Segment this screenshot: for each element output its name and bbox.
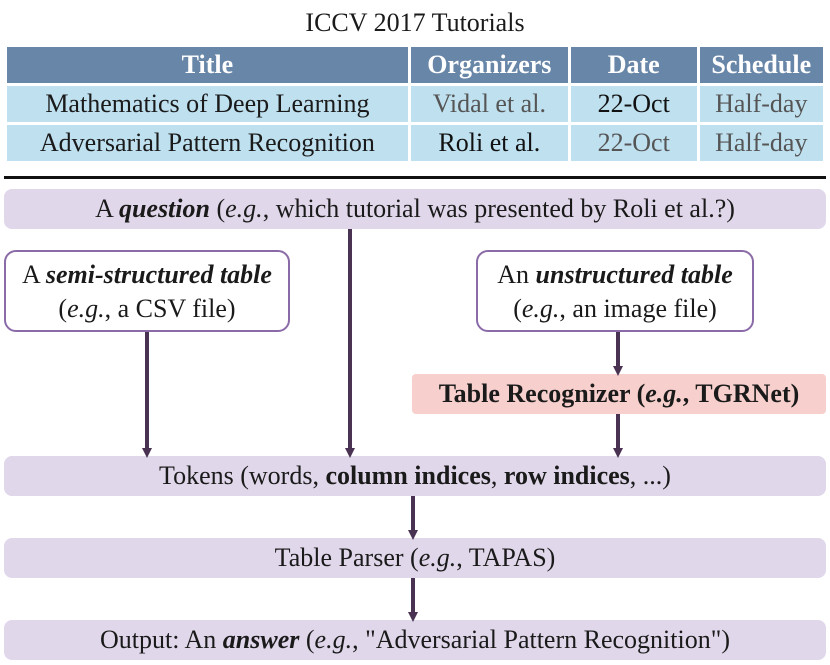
output-open: ( [299, 625, 315, 654]
semi-rest: , a CSV file) [104, 294, 236, 323]
header-date: Date [570, 47, 697, 83]
parser-prefix: Table Parser ( [274, 543, 419, 572]
recognizer-name: Table Recognizer ( [438, 379, 646, 408]
tutorials-table: Title Organizers Date Schedule Mathemati… [4, 44, 826, 164]
unstructured-rest: , an image file) [559, 294, 717, 323]
tokens-prefix: Tokens (words, [159, 461, 326, 490]
question-open: ( [209, 194, 226, 223]
tokens-bar: Tokens (words, column indices, row indic… [4, 456, 826, 496]
cell-title: Mathematics of Deep Learning [7, 86, 408, 122]
semi-keyword: semi-structured table [45, 260, 272, 289]
recognizer-rest: , TGRNet) [682, 379, 800, 408]
table-row: Mathematics of Deep Learning Vidal et al… [7, 86, 823, 122]
output-prefix: Output: An [100, 625, 223, 654]
cell-schedule: Half-day [699, 86, 823, 122]
question-rest: , which tutorial was presented by Roli e… [262, 194, 735, 223]
output-bar: Output: An answer (e.g., "Adversarial Pa… [4, 620, 826, 660]
table-parser-bar: Table Parser (e.g., TAPAS) [4, 538, 826, 578]
parser-rest: , TAPAS) [456, 543, 556, 572]
output-rest: , "Adversarial Pattern Recognition") [352, 625, 730, 654]
unstructured-eg: e.g. [521, 294, 560, 323]
unstructured-table-box: An unstructured table (e.g., an image fi… [476, 250, 754, 332]
header-organizers: Organizers [410, 47, 568, 83]
cell-date: 22-Oct [570, 86, 697, 122]
tokens-separator: , [490, 461, 504, 490]
header-schedule: Schedule [699, 47, 823, 83]
question-prefix: A [95, 194, 119, 223]
question-eg: e.g. [225, 194, 263, 223]
cell-schedule: Half-day [699, 125, 823, 161]
cell-organizers: Roli et al. [410, 125, 568, 161]
semi-prefix: A [22, 260, 46, 289]
question-keyword: question [118, 194, 210, 223]
cell-title: Adversarial Pattern Recognition [7, 125, 408, 161]
cell-date: 22-Oct [570, 125, 697, 161]
unstructured-keyword: unstructured table [535, 260, 733, 289]
output-eg: e.g. [314, 625, 353, 654]
semi-eg: e.g. [67, 294, 105, 323]
tokens-column-indices: column indices [325, 461, 491, 490]
cell-organizers: Vidal et al. [410, 86, 568, 122]
table-row: Adversarial Pattern Recognition Roli et … [7, 125, 823, 161]
table-header-row: Title Organizers Date Schedule [7, 47, 823, 83]
parser-eg: e.g. [418, 543, 457, 572]
recognizer-eg: e.g. [645, 379, 683, 408]
figure-caption: ICCV 2017 Tutorials [305, 8, 525, 37]
semi-open: ( [58, 294, 68, 323]
question-bar: A question (e.g., which tutorial was pre… [4, 189, 826, 229]
unstructured-open: ( [513, 294, 522, 323]
tokens-rest: , ...) [629, 461, 671, 490]
output-keyword: answer [222, 625, 300, 654]
table-recognizer-box: Table Recognizer (e.g., TGRNet) [412, 374, 826, 414]
semi-structured-table-box: A semi-structured table (e.g., a CSV fil… [4, 250, 290, 332]
unstructured-prefix: An [497, 260, 536, 289]
header-title: Title [7, 47, 408, 83]
section-divider [4, 176, 826, 179]
tokens-row-indices: row indices [503, 461, 630, 490]
